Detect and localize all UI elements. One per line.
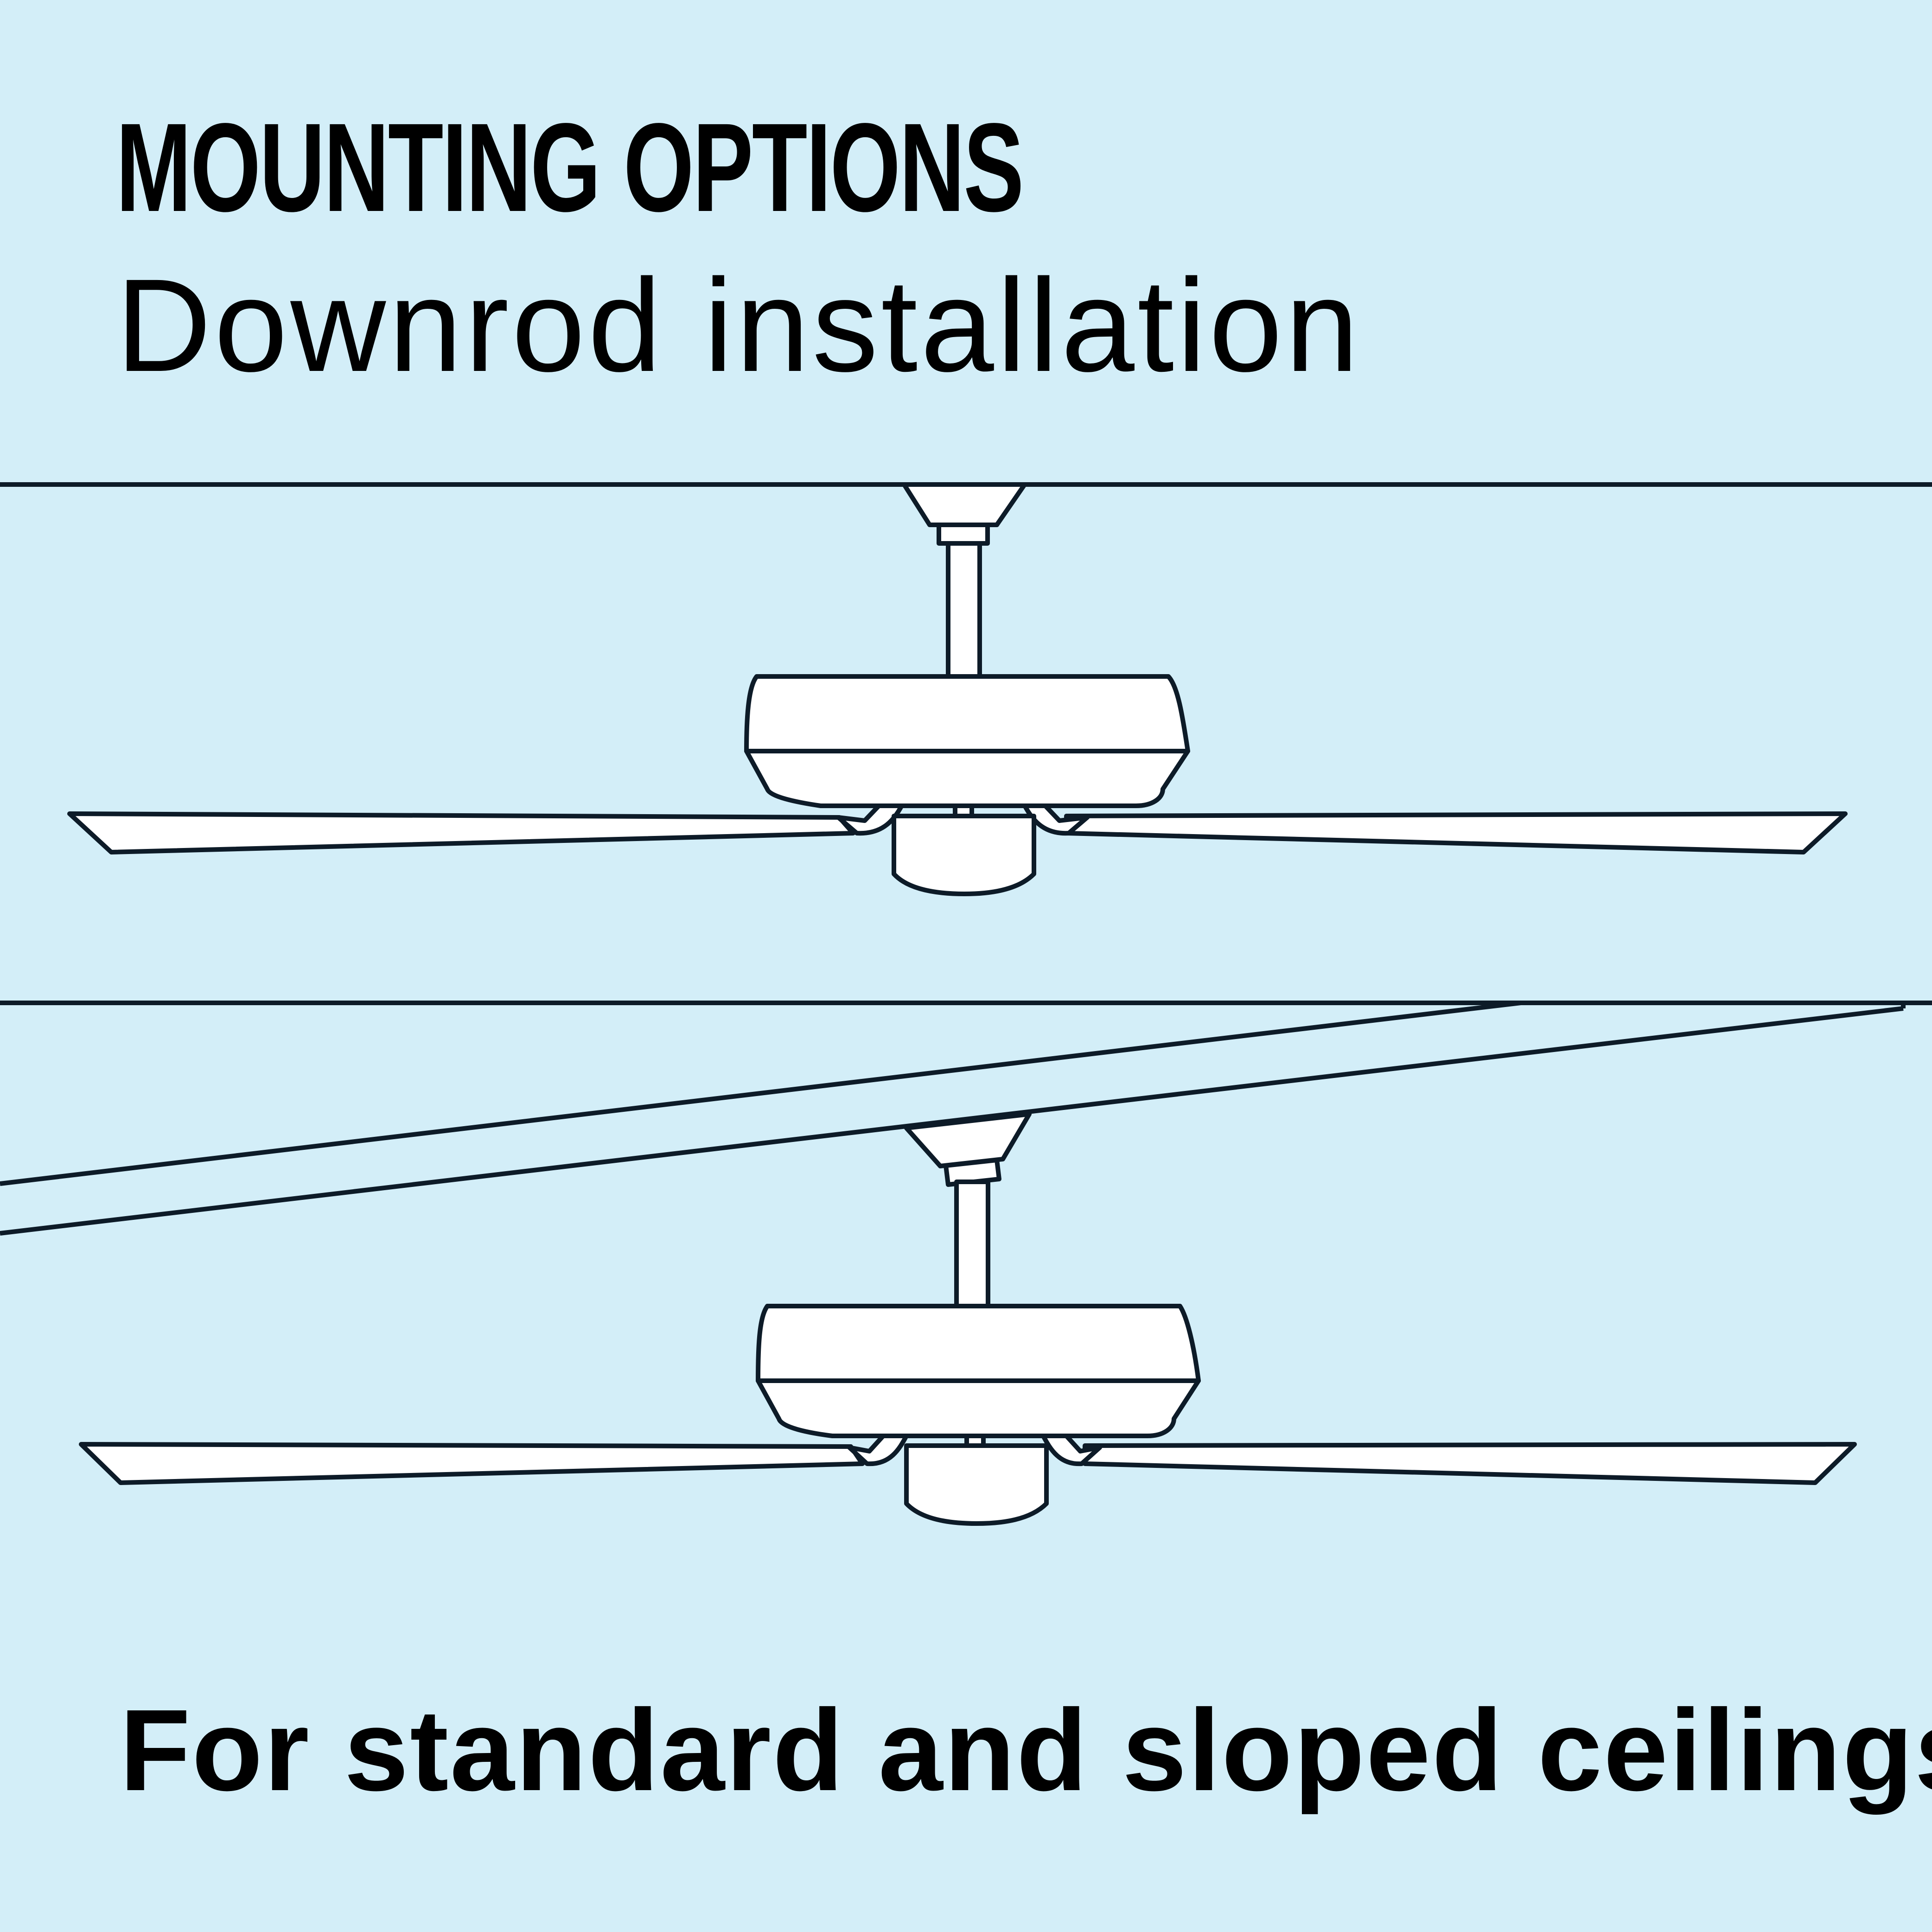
ceiling-fan-icon <box>79 1112 1857 1526</box>
housing-top <box>744 674 1190 753</box>
slope-upper-line <box>0 1001 1521 1186</box>
light-kit <box>904 1443 1049 1526</box>
canopy <box>902 482 1027 527</box>
heading: MOUNTING OPTIONS <box>116 97 1024 238</box>
housing-bottom <box>756 1378 1201 1438</box>
canopy <box>904 1112 1032 1168</box>
subheading: Downrod installation <box>116 252 1362 399</box>
downrod <box>946 541 982 679</box>
downrod <box>954 1180 990 1308</box>
housing-bottom <box>744 749 1190 808</box>
canopy-collar <box>937 523 990 546</box>
blade-arm-right <box>1041 1434 1102 1467</box>
blade-arm-left <box>847 1434 909 1467</box>
light-kit <box>892 814 1036 896</box>
ceiling-fan-icon <box>67 482 1848 896</box>
canopy-collar <box>944 1158 1001 1187</box>
caption: For standard and sloped ceilings <box>120 1685 1932 1815</box>
housing-top <box>756 1304 1201 1383</box>
